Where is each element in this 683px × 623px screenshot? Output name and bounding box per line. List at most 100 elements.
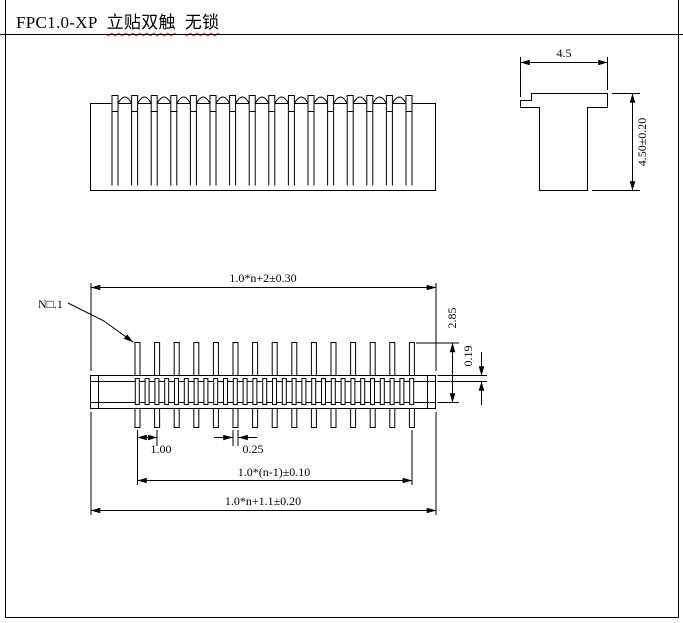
- bv-top-pin: [408, 342, 415, 376]
- bv-contact: [203, 378, 209, 405]
- title-model: FPC1.0-XP: [16, 13, 98, 32]
- fv-arc: [137, 96, 152, 104]
- bv-bot-pin: [212, 408, 219, 428]
- bv-contact: [262, 378, 268, 405]
- fv-arc: [313, 96, 329, 104]
- bv-top-pin: [389, 342, 396, 376]
- bv-contact: [183, 378, 189, 405]
- bv-top-pin: [271, 342, 278, 376]
- bv-contact: [291, 378, 297, 405]
- dim-pitch-label: 1.00: [151, 442, 172, 456]
- bv-contact: [232, 378, 238, 405]
- bv-top-pin: [350, 342, 357, 376]
- bv-top-pin: [173, 342, 180, 376]
- top-pin-row: [134, 342, 415, 376]
- front-view-body: [90, 103, 436, 191]
- front-view: [90, 95, 436, 191]
- pin1-leader-line: [67, 302, 134, 343]
- fv-arc: [274, 96, 289, 104]
- bv-contact: [213, 378, 219, 405]
- side-view: 4.5 4.50±0.20: [520, 46, 649, 191]
- fv-arc: [235, 96, 250, 104]
- bv-top-pin: [330, 342, 337, 376]
- main-view: [90, 342, 436, 428]
- bv-top-pin: [252, 342, 259, 376]
- bv-contact: [370, 378, 375, 405]
- bv-contact: [272, 378, 277, 405]
- dim-285-label: 2.85: [445, 308, 459, 329]
- side-view-profile: [520, 93, 608, 191]
- bv-bot-pin: [330, 408, 337, 428]
- dim-overall-bottom-label: 1.0*n+1.1±0.20: [225, 494, 301, 508]
- bottom-pin-row: [134, 408, 415, 428]
- bv-bot-pin: [232, 408, 239, 428]
- bv-bot-pin: [271, 408, 278, 428]
- bv-contact: [301, 378, 307, 405]
- bv-contact: [399, 378, 405, 405]
- bv-bot-pin: [252, 408, 259, 428]
- bv-bot-pin: [350, 408, 357, 428]
- bv-top-pin: [291, 342, 298, 376]
- fv-arc: [215, 96, 231, 104]
- bv-contact: [350, 378, 356, 405]
- dim-width-label: 4.5: [557, 46, 572, 60]
- bv-contact: [164, 378, 170, 405]
- dim-019-label: 0.19: [461, 346, 475, 367]
- fv-arc: [293, 96, 309, 104]
- bv-contact: [252, 378, 258, 405]
- bv-bot-pin: [291, 408, 298, 428]
- bv-bot-pin: [173, 408, 180, 428]
- bv-contact: [154, 378, 160, 405]
- bv-top-pin: [134, 342, 141, 376]
- bv-contact: [379, 378, 385, 405]
- pin1-label: N□.1: [38, 297, 63, 311]
- bv-bot-pin: [408, 408, 415, 428]
- fv-arc: [391, 96, 407, 104]
- fv-arc: [156, 96, 172, 104]
- bv-contact: [223, 378, 228, 405]
- fv-arc: [352, 96, 368, 104]
- bv-contact: [193, 378, 199, 405]
- bv-contact: [174, 378, 179, 405]
- bv-contact: [389, 378, 395, 405]
- bv-contact: [360, 378, 366, 405]
- bv-bot-pin: [310, 408, 317, 428]
- bv-contact: [281, 378, 287, 405]
- bv-top-pin: [369, 342, 376, 376]
- main-view-dimensions: 1.0*n+2±0.30 N□.1 2.85 0.19 1.00: [38, 271, 487, 515]
- bv-bot-pin: [389, 408, 396, 428]
- bv-top-pin: [232, 342, 239, 376]
- dim-span-label: 1.0*(n-1)±0.10: [238, 465, 311, 479]
- title-type-desc: 立贴双触: [106, 13, 176, 32]
- bv-contact: [242, 378, 248, 405]
- bv-bot-pin: [193, 408, 200, 428]
- bv-contact: [340, 378, 346, 405]
- bv-top-pin: [212, 342, 219, 376]
- bv-contact: [144, 378, 150, 405]
- fv-arc: [333, 96, 348, 104]
- dim-overall-top-label: 1.0*n+2±0.30: [229, 271, 296, 285]
- bv-top-pin: [154, 342, 161, 376]
- fv-arc: [195, 96, 211, 104]
- bv-contact: [311, 378, 317, 405]
- fv-arc: [176, 96, 191, 104]
- bv-contact: [330, 378, 336, 405]
- title-lock-desc: 无锁: [184, 13, 220, 32]
- bv-bot-pin: [369, 408, 376, 428]
- bv-contact: [409, 378, 415, 405]
- contact-slot-row: [134, 378, 415, 405]
- bv-contact: [321, 378, 326, 405]
- bv-bot-pin: [134, 408, 141, 428]
- fv-arc: [254, 96, 270, 104]
- dim-pad-width-label: 0.25: [243, 442, 264, 456]
- fv-arc: [117, 96, 133, 104]
- drawing-title: FPC1.0-XP 立贴双触无锁: [16, 8, 219, 33]
- bv-top-pin: [193, 342, 200, 376]
- dim-height-label: 4.50±0.20: [635, 118, 649, 167]
- bv-contact: [134, 378, 140, 405]
- bv-bot-pin: [154, 408, 161, 428]
- fv-arc: [372, 96, 387, 104]
